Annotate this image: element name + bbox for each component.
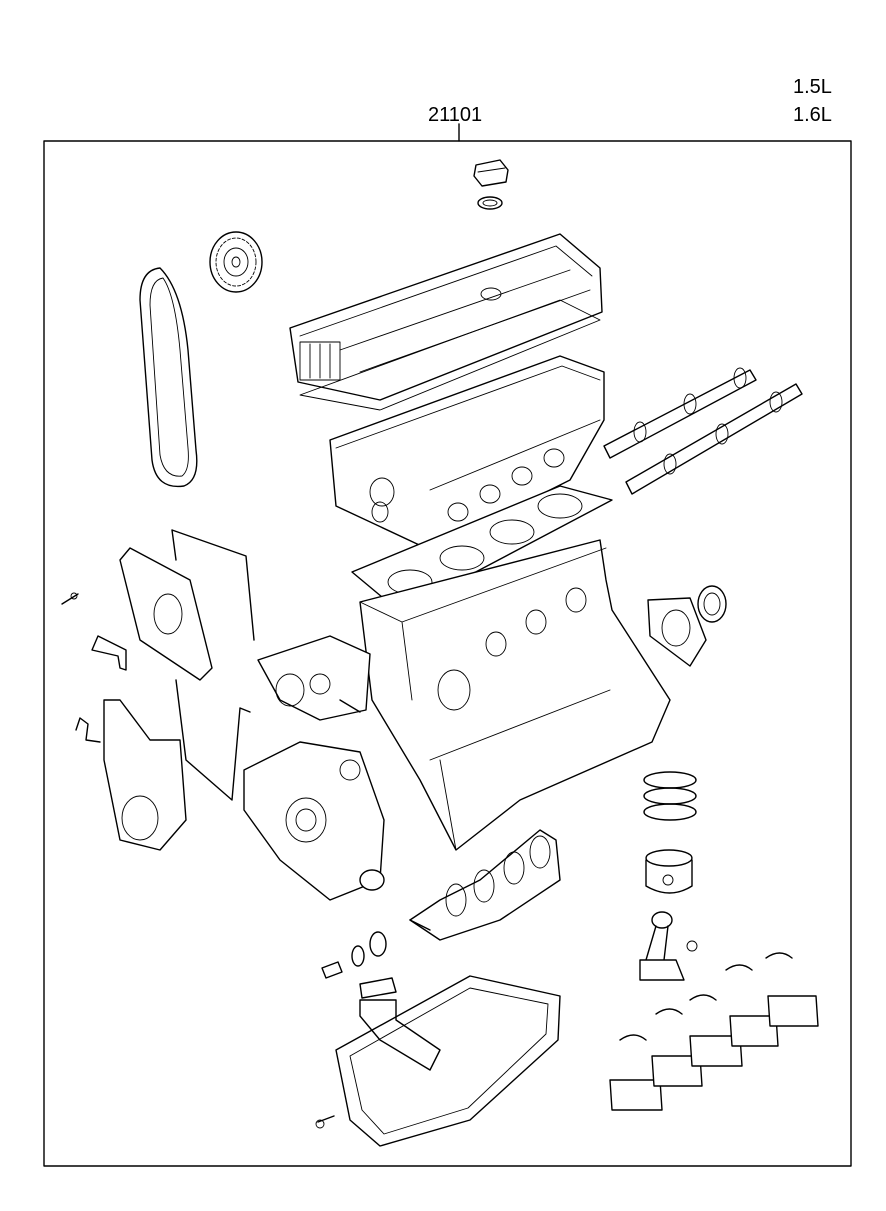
frame — [43, 123, 852, 1167]
cam-sprocket — [209, 231, 263, 293]
cylinder-head — [329, 355, 605, 551]
crankshaft — [409, 829, 561, 941]
oil-pan — [315, 975, 561, 1147]
camshafts — [603, 367, 803, 495]
connecting-rod — [639, 911, 698, 981]
piston-rings — [643, 771, 697, 821]
piston — [645, 849, 693, 894]
bearing-shells — [619, 952, 793, 1041]
cylinder-block — [359, 539, 671, 851]
timing-belt — [139, 267, 198, 488]
fasteners-left — [61, 592, 127, 743]
water-pump — [257, 635, 371, 721]
displacement-label-1: 1.5L — [793, 76, 832, 98]
main-bearing-caps — [609, 995, 819, 1111]
timing-cover-upper — [119, 529, 255, 681]
cylinder-head-cover — [289, 233, 603, 411]
timing-cover-lower — [103, 679, 251, 851]
rear-oil-seal — [647, 585, 727, 667]
part-number-label: 21101 — [428, 104, 483, 126]
oil-pump — [243, 741, 385, 901]
crank-sprocket — [321, 931, 387, 979]
displacement-label-2: 1.6L — [793, 104, 832, 126]
oil-filler-cap — [473, 159, 509, 210]
